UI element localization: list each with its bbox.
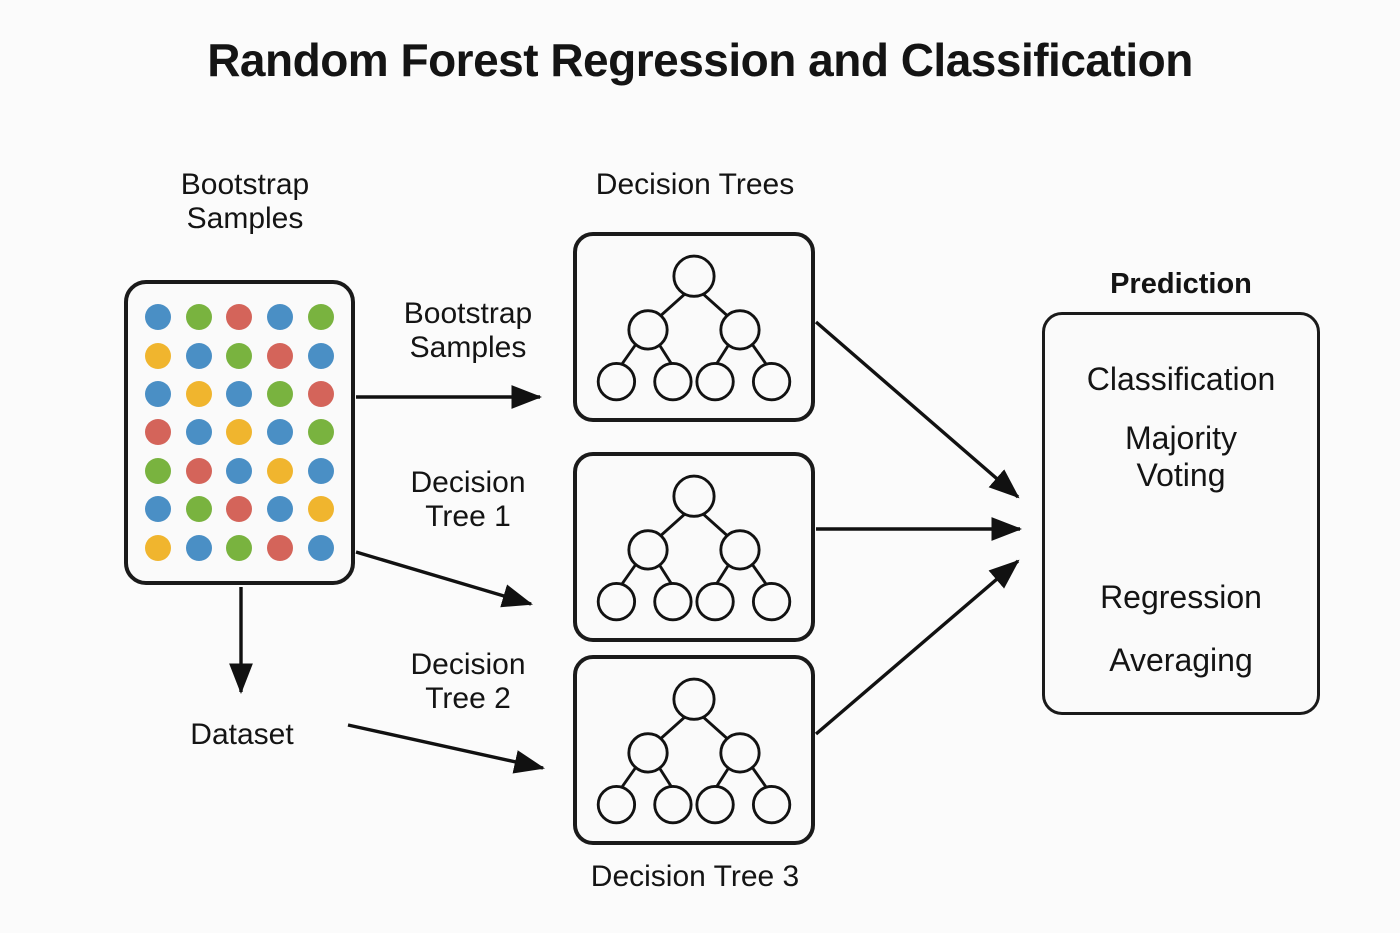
prediction-box: Classification Majority Voting Regressio… <box>1042 312 1320 715</box>
sample-dot <box>307 457 334 484</box>
sample-dot <box>226 419 253 446</box>
sample-dot <box>267 381 294 408</box>
sample-dot <box>185 496 212 523</box>
sample-dot <box>267 457 294 484</box>
sample-dot <box>307 342 334 369</box>
prediction-regression-label: Regression <box>1100 579 1262 615</box>
sample-dot <box>145 381 172 408</box>
decision-tree-box-2 <box>573 452 815 642</box>
sample-dot <box>145 342 172 369</box>
sample-dot <box>145 457 172 484</box>
sample-dot <box>145 496 172 523</box>
sample-dot <box>226 381 253 408</box>
sample-dot <box>145 534 172 561</box>
sample-dot <box>226 534 253 561</box>
sample-dot <box>185 534 212 561</box>
decision-tree-graphic-1 <box>596 254 792 402</box>
sample-dot <box>145 304 172 331</box>
edge-label-dataset: Dataset <box>190 718 294 751</box>
sample-dot <box>307 496 334 523</box>
decision-tree-3-caption: Decision Tree 3 <box>590 860 800 893</box>
sample-dot <box>267 342 294 369</box>
arrow-tree3-to-prediction <box>814 559 1020 736</box>
sample-dot <box>267 534 294 561</box>
sample-dot <box>226 342 253 369</box>
sample-dot <box>307 419 334 446</box>
sample-dot <box>267 419 294 446</box>
sample-dot <box>307 381 334 408</box>
sample-dot-grid <box>128 284 351 581</box>
decision-tree-graphic-3 <box>596 677 792 825</box>
edge-label-decision-tree-2: Decision Tree 2 <box>410 648 526 715</box>
sample-dot <box>185 304 212 331</box>
prediction-regression-method: Averaging <box>1109 642 1253 678</box>
arrow-tree1-to-prediction <box>814 320 1020 499</box>
page-title: Random Forest Regression and Classificat… <box>207 34 1193 86</box>
sample-dot <box>185 457 212 484</box>
sample-dot <box>226 457 253 484</box>
decision-tree-box-3 <box>573 655 815 845</box>
bootstrap-samples-box <box>124 280 355 585</box>
sample-dot <box>226 496 253 523</box>
sample-dot <box>185 342 212 369</box>
arrow-bootstrap-to-tree2 <box>355 550 533 608</box>
prediction-classification-method: Majority Voting <box>1124 420 1237 493</box>
sample-dot <box>185 381 212 408</box>
decision-trees-heading: Decision Trees <box>595 168 795 201</box>
sample-dot <box>267 304 294 331</box>
sample-dot <box>267 496 294 523</box>
decision-tree-graphic-2 <box>596 474 792 622</box>
sample-dot <box>307 304 334 331</box>
sample-dot <box>185 419 212 446</box>
decision-tree-box-1 <box>573 232 815 422</box>
prediction-classification-label: Classification <box>1086 361 1276 397</box>
edge-label-bootstrap-samples: Bootstrap Samples <box>403 297 533 364</box>
edge-label-decision-tree-1: Decision Tree 1 <box>410 466 526 533</box>
prediction-heading: Prediction <box>1110 268 1252 300</box>
bootstrap-samples-heading: Bootstrap Samples <box>180 168 310 235</box>
sample-dot <box>145 419 172 446</box>
sample-dot <box>226 304 253 331</box>
arrow-dataset-to-tree3 <box>347 723 545 774</box>
sample-dot <box>307 534 334 561</box>
